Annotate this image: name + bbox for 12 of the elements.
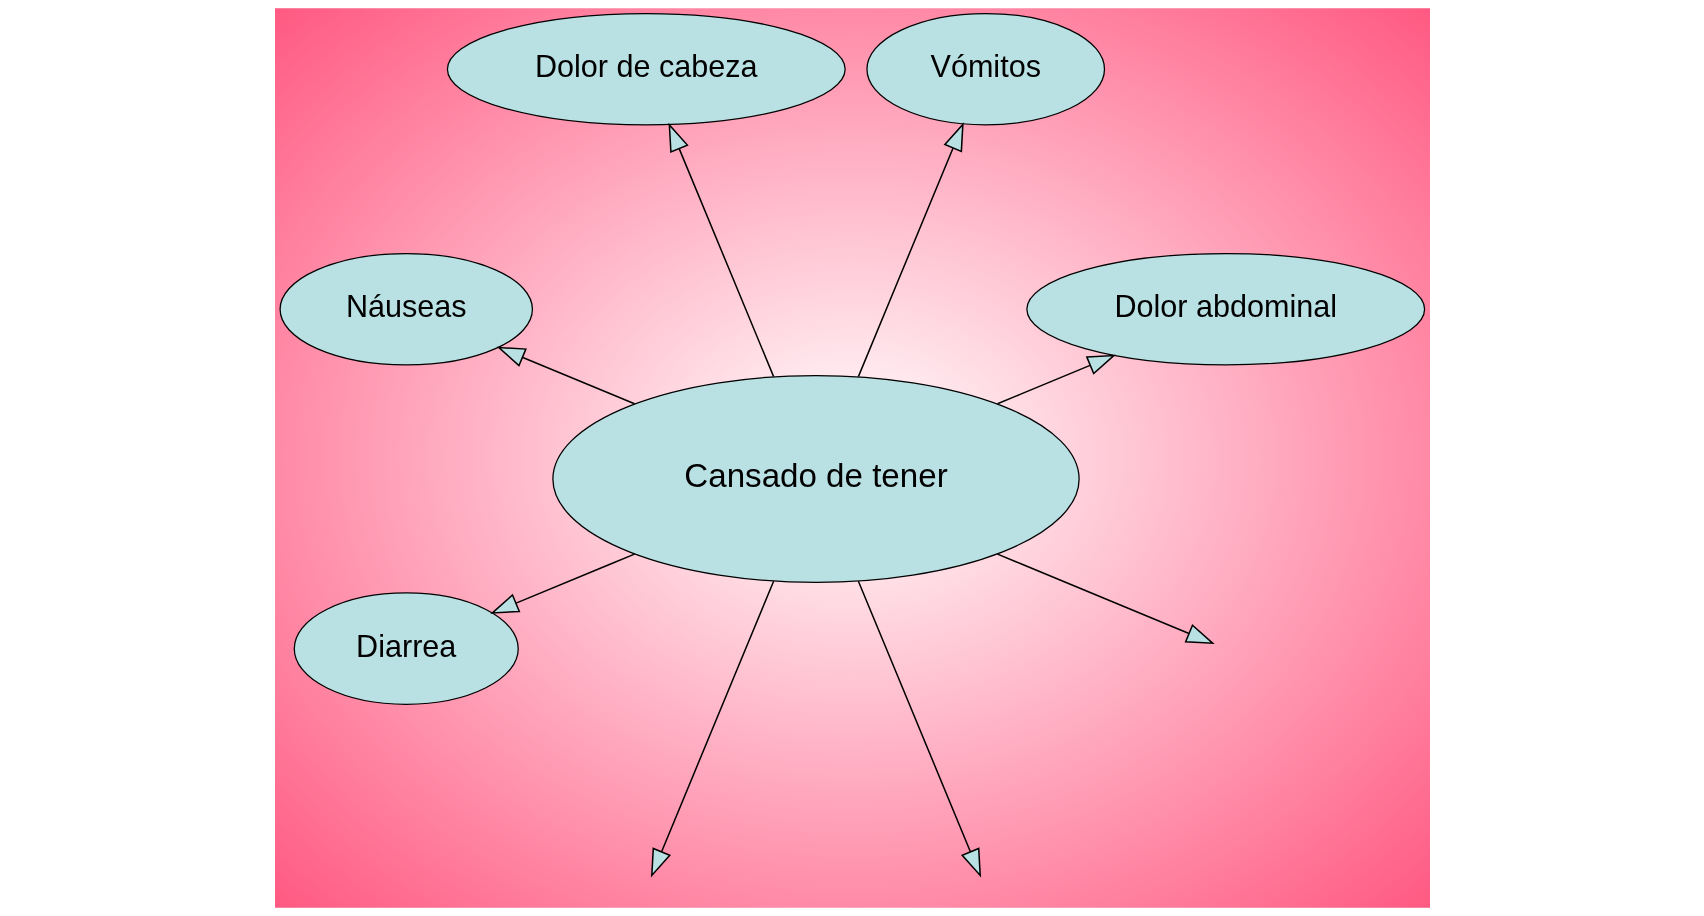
arrow <box>650 580 774 878</box>
arrow <box>496 346 635 405</box>
arrow <box>668 122 774 378</box>
arrow <box>996 553 1215 645</box>
arrow <box>489 553 635 614</box>
node-ellipse: Dolor de cabeza <box>446 12 846 126</box>
arrow <box>857 122 964 378</box>
node-ellipse: Dolor abdominal <box>1025 252 1425 366</box>
arrow <box>996 354 1116 405</box>
node-ellipse: Cansado de tener <box>551 374 1080 583</box>
arrow <box>857 580 981 878</box>
node-ellipse: Vómitos <box>865 12 1105 126</box>
